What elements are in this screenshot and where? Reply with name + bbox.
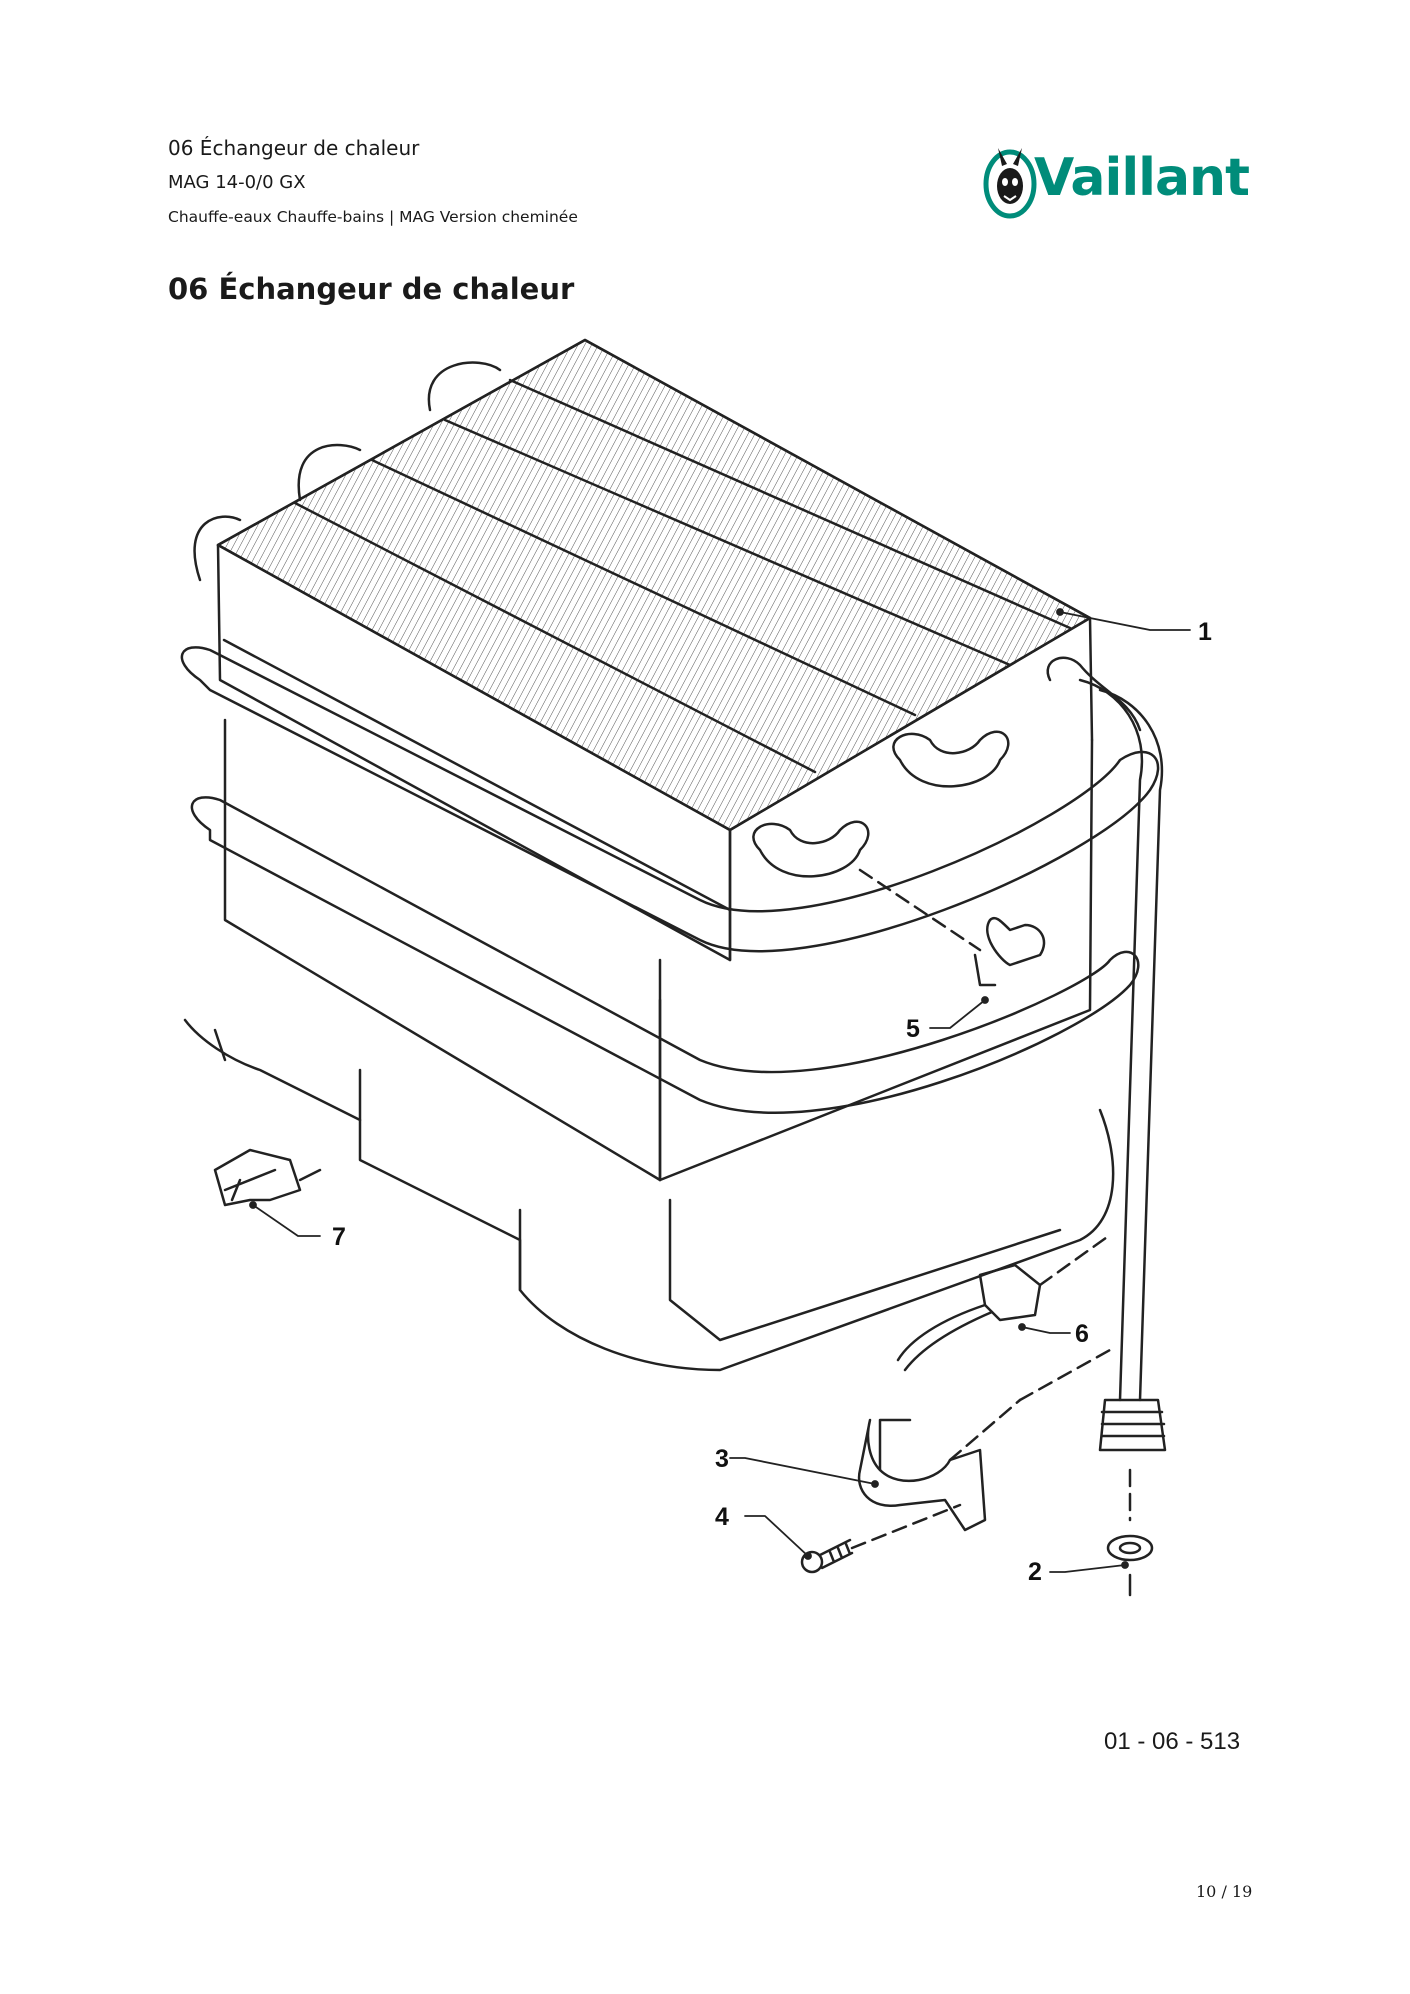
tube-loops-left xyxy=(193,361,502,582)
callout-1: 1 xyxy=(1198,618,1212,646)
combustion-chamber-base xyxy=(183,1018,1115,1372)
page-number: 10 / 19 xyxy=(1196,1882,1253,1901)
callout-5: 5 xyxy=(906,1015,920,1043)
callout-3: 3 xyxy=(715,1445,729,1473)
callout-4: 4 xyxy=(715,1503,729,1531)
brand-wordmark: Vaillant xyxy=(1034,148,1250,208)
clip-7 xyxy=(213,1148,322,1207)
callout-2: 2 xyxy=(1028,1558,1042,1586)
hare-icon xyxy=(983,148,1037,219)
header-category: Chauffe-eaux Chauffe-bains | MAG Version… xyxy=(168,208,578,226)
callout-6: 6 xyxy=(1075,1320,1089,1348)
water-tube-loop xyxy=(180,646,1160,1114)
outlet-pipe xyxy=(1078,678,1167,1452)
tube-bends-front xyxy=(752,656,1142,878)
callout-leaders xyxy=(249,608,1191,1573)
drawing-reference-code: 01 - 06 - 513 xyxy=(1104,1728,1241,1755)
sensor-clip-6 xyxy=(896,1233,1112,1372)
header-model: MAG 14-0/0 GX xyxy=(168,172,306,193)
header-section: 06 Échangeur de chaleur xyxy=(168,136,420,160)
brand-logo-icon xyxy=(983,148,1037,219)
screw-4 xyxy=(800,1503,962,1574)
washer xyxy=(1106,1468,1154,1597)
page-title: 06 Échangeur de chaleur xyxy=(168,272,575,306)
clip-5 xyxy=(858,868,1046,987)
callout-7: 7 xyxy=(332,1223,346,1251)
pipe-bracket-3 xyxy=(857,1348,1112,1532)
